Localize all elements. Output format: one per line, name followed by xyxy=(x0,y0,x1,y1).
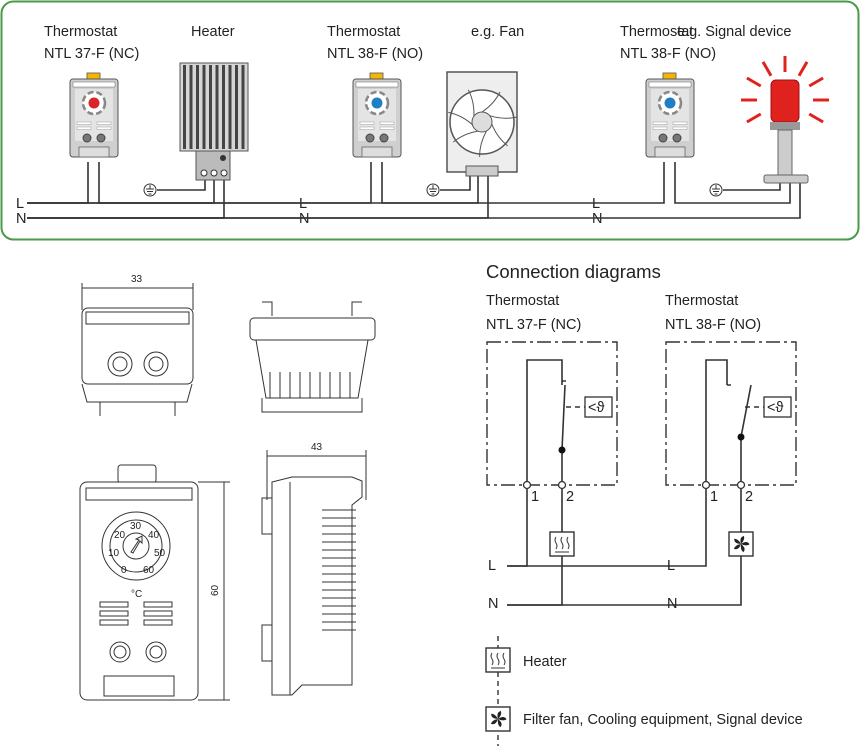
wire-earth xyxy=(440,175,471,191)
top-view-drawing xyxy=(81,283,194,416)
device-label: e.g. Fan xyxy=(471,24,524,40)
thermostat-boundary xyxy=(665,341,797,486)
dial-label-40: 40 xyxy=(148,530,160,541)
device-label: Heater xyxy=(191,24,235,40)
thermostat-label: Thermostat xyxy=(44,24,117,40)
thermostat-model: NTL 38-F (NO) xyxy=(620,46,716,62)
thermostat-icon xyxy=(352,72,402,159)
depth-dimension: 43 xyxy=(311,442,323,453)
fan-symbol-icon xyxy=(485,706,511,732)
temperature-unit: °C xyxy=(131,589,142,600)
dial-label-60: 60 xyxy=(143,565,155,576)
wire-n xyxy=(27,175,801,219)
dial-label-10: 10 xyxy=(108,548,120,559)
line-label-n: N xyxy=(16,211,26,227)
line-label-l: L xyxy=(299,196,307,212)
wire-earth xyxy=(157,178,206,191)
dial-label-30: 30 xyxy=(130,521,142,532)
diagram-label: Thermostat xyxy=(486,293,559,309)
diagram-label: Thermostat xyxy=(665,293,738,309)
terminal-label: 1 xyxy=(531,489,539,505)
sensor-symbol: <ϑ xyxy=(588,400,604,416)
thermostat-boundary xyxy=(486,341,618,486)
line-label-l: L xyxy=(488,558,496,574)
wire-switched xyxy=(674,162,791,204)
legend-heater-label: Heater xyxy=(523,654,567,670)
connection-diagrams-title: Connection diagrams xyxy=(486,261,661,282)
thermostat-icon xyxy=(645,72,695,159)
heater-symbol-icon xyxy=(485,647,511,673)
terminal-label: 2 xyxy=(745,489,753,505)
line-label-l: L xyxy=(592,196,600,212)
dial-label-20: 20 xyxy=(114,530,126,541)
signal-beacon-icon xyxy=(741,56,829,184)
fan-icon xyxy=(446,71,518,177)
height-dimension: 60 xyxy=(210,584,221,596)
device-label: e.g. Signal device xyxy=(677,24,791,40)
earth-icon xyxy=(709,183,723,197)
heater-symbol-icon xyxy=(549,531,575,557)
sensor-symbol: <ϑ xyxy=(767,400,783,416)
dial-label-50: 50 xyxy=(154,548,166,559)
thermostat-model: NTL 37-F (NC) xyxy=(44,46,139,62)
line-label-n: N xyxy=(667,596,677,612)
earth-icon xyxy=(426,183,440,197)
wire-l xyxy=(27,162,665,204)
line-label-n: N xyxy=(488,596,498,612)
legend: Heater Filter fan, Cooling equipment, Si… xyxy=(485,636,803,746)
terminal-label: 2 xyxy=(566,489,574,505)
line-label-n: N xyxy=(299,211,309,227)
line-label-l: L xyxy=(16,196,24,212)
fan-symbol-icon xyxy=(728,531,754,557)
diagram-model: NTL 37-F (NC) xyxy=(486,317,581,333)
diagram-model: NTL 38-F (NO) xyxy=(665,317,761,333)
legend-fan-label: Filter fan, Cooling equipment, Signal de… xyxy=(523,712,803,728)
terminal-label: 1 xyxy=(710,489,718,505)
thermostat-label: Thermostat xyxy=(620,24,693,40)
thermostat-model: NTL 38-F (NO) xyxy=(327,46,423,62)
earth-icon xyxy=(143,183,157,197)
terminal xyxy=(557,480,567,490)
terminal xyxy=(522,480,532,490)
line-label-l: L xyxy=(667,558,675,574)
temperature-sensor-box xyxy=(763,396,792,418)
terminal xyxy=(701,480,711,490)
dial-label-0: 0 xyxy=(121,565,127,576)
line-label-n: N xyxy=(592,211,602,227)
dimension-drawings: 33 0 10 20 30 40 50 60 xyxy=(79,274,376,701)
side-view-drawing xyxy=(249,301,376,413)
terminal xyxy=(736,480,746,490)
front-view-drawing xyxy=(79,464,230,701)
thermostat-label: Thermostat xyxy=(327,24,400,40)
heater-icon xyxy=(179,62,249,181)
width-dimension: 33 xyxy=(131,274,143,285)
right-side-view-drawing xyxy=(261,450,367,696)
thermostat-icon xyxy=(69,72,119,159)
temperature-sensor-box xyxy=(584,396,613,418)
